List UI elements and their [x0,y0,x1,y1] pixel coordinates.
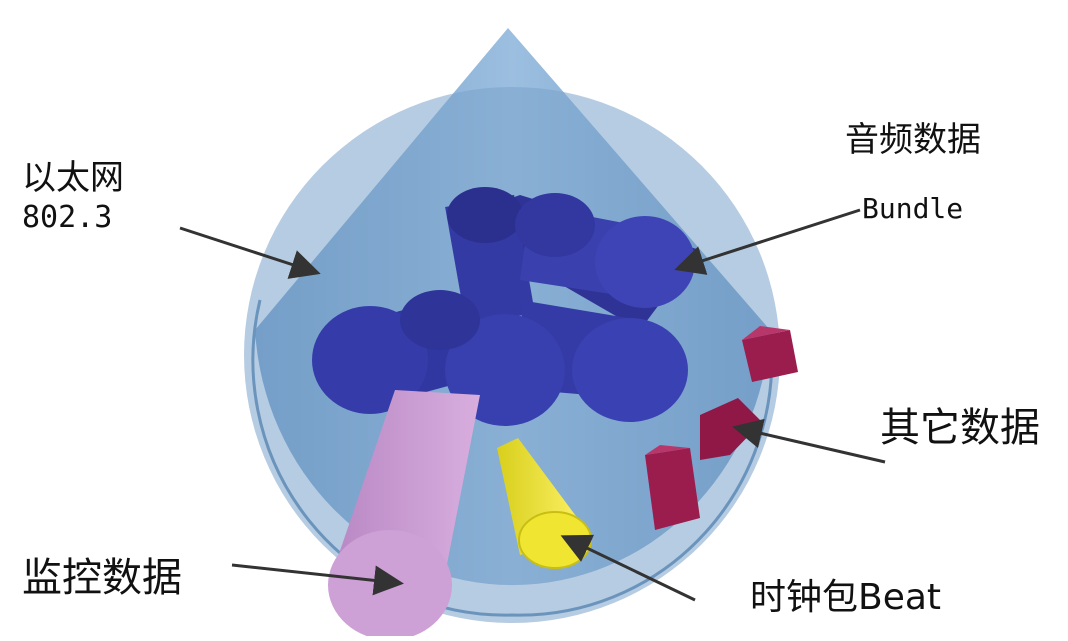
audio-data-label: 音频数据 [845,112,981,161]
ethernet-standard-label: 802.3 [22,200,112,235]
ethernet-label: 以太网 [22,150,124,199]
clock-beat-label: 时钟包Beat [750,568,941,620]
monitor-data-label: 监控数据 [22,545,182,603]
other-data-label: 其它数据 [880,395,1040,453]
bundle-label: Bundle [862,192,963,225]
